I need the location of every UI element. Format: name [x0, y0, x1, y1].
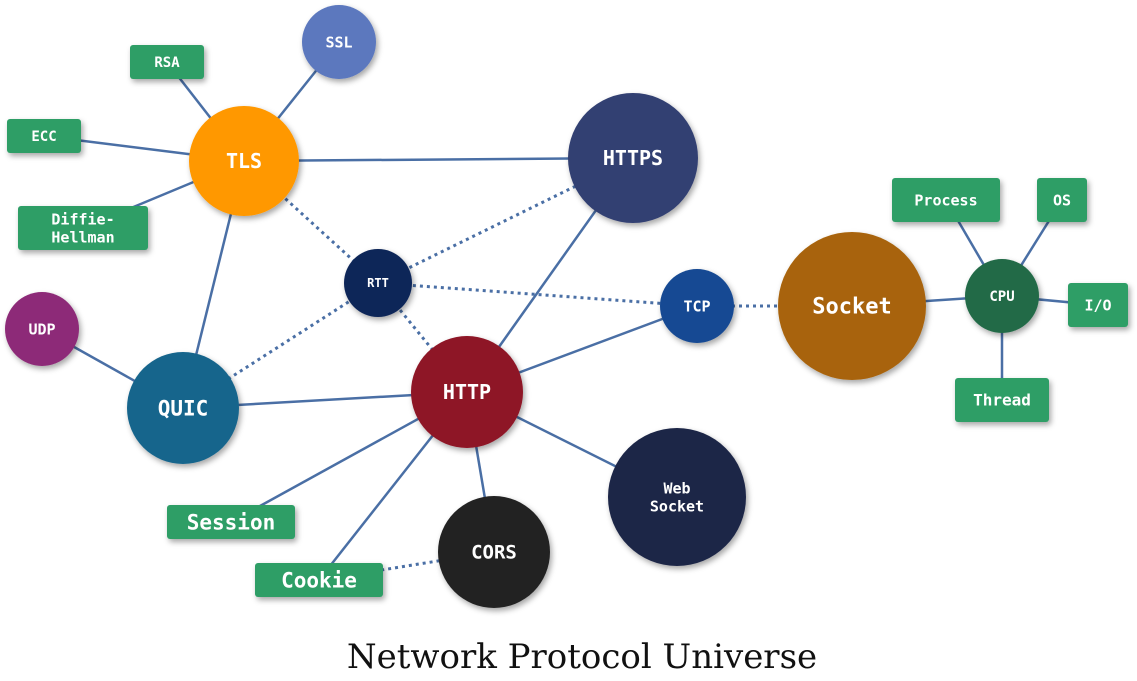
- node-os: OS: [1037, 178, 1087, 222]
- node-socket: Socket: [778, 232, 926, 380]
- node-https-label: HTTPS: [603, 146, 663, 170]
- node-ssl: SSL: [302, 5, 376, 79]
- node-cors-label: CORS: [471, 542, 517, 564]
- node-session: Session: [167, 505, 295, 539]
- node-ssl-circle: [302, 5, 376, 79]
- node-io-label: I/O: [1084, 296, 1111, 314]
- node-ssl-label: SSL: [325, 33, 352, 51]
- node-quic: QUIC: [127, 352, 239, 464]
- node-dh-label: Diffie-Hellman: [51, 210, 114, 246]
- node-https: HTTPS: [568, 93, 698, 223]
- node-thread: Thread: [955, 378, 1049, 422]
- edge-rtt-https: [377, 156, 634, 285]
- node-websocket-circle: [608, 428, 746, 566]
- node-https-circle: [568, 93, 698, 223]
- node-socket-label: Socket: [812, 295, 891, 320]
- node-process: Process: [892, 178, 1000, 222]
- node-cookie-label: Cookie: [281, 568, 357, 592]
- node-tcp: TCP: [660, 269, 734, 343]
- node-cookie-box: [255, 563, 383, 597]
- node-cors: CORS: [438, 496, 550, 608]
- node-io: I/O: [1068, 283, 1128, 327]
- node-os-box: [1037, 178, 1087, 222]
- node-io-box: [1068, 283, 1128, 327]
- node-http: HTTP: [411, 336, 523, 448]
- edges-layer: [41, 41, 1099, 582]
- node-rtt-circle: [344, 249, 412, 317]
- node-udp-circle: [5, 292, 79, 366]
- node-rsa-box: [130, 45, 204, 79]
- node-socket-circle: [778, 232, 926, 380]
- nodes-layer: SSL RSA ECC TLS Diffie-Hellman HTTPS RTT TCP Soc…: [5, 5, 1128, 608]
- node-dh: Diffie-Hellman: [18, 206, 148, 250]
- node-cookie: Cookie: [255, 563, 383, 597]
- node-thread-box: [955, 378, 1049, 422]
- node-cors-circle: [438, 496, 550, 608]
- diagram-title: Network Protocol Universe: [347, 637, 817, 677]
- node-process-label: Process: [914, 191, 977, 209]
- node-process-box: [892, 178, 1000, 222]
- node-thread-label: Thread: [973, 391, 1031, 410]
- node-quic-circle: [127, 352, 239, 464]
- node-session-box: [167, 505, 295, 539]
- node-quic-label: QUIC: [158, 396, 209, 420]
- node-tcp-label: TCP: [683, 297, 710, 315]
- node-rsa: RSA: [130, 45, 204, 79]
- node-udp: UDP: [5, 292, 79, 366]
- node-cpu-label: CPU: [989, 289, 1014, 305]
- node-tls: TLS: [189, 106, 299, 216]
- node-ecc: ECC: [7, 119, 81, 153]
- node-dh-box: [18, 206, 148, 250]
- node-rtt-label: RTT: [367, 276, 389, 290]
- node-rtt: RTT: [344, 249, 412, 317]
- node-http-circle: [411, 336, 523, 448]
- node-tls-circle: [189, 106, 299, 216]
- node-http-label: HTTP: [443, 380, 491, 404]
- node-udp-label: UDP: [28, 320, 55, 338]
- edge-rtt-tcp: [377, 281, 698, 308]
- node-cpu-circle: [965, 259, 1039, 333]
- node-tcp-circle: [660, 269, 734, 343]
- node-os-label: OS: [1053, 191, 1071, 209]
- node-rsa-label: RSA: [154, 55, 180, 71]
- node-cpu: CPU: [965, 259, 1039, 333]
- node-ecc-label: ECC: [31, 129, 56, 145]
- node-session-label: Session: [187, 510, 276, 534]
- node-ecc-box: [7, 119, 81, 153]
- node-tls-label: TLS: [226, 149, 262, 173]
